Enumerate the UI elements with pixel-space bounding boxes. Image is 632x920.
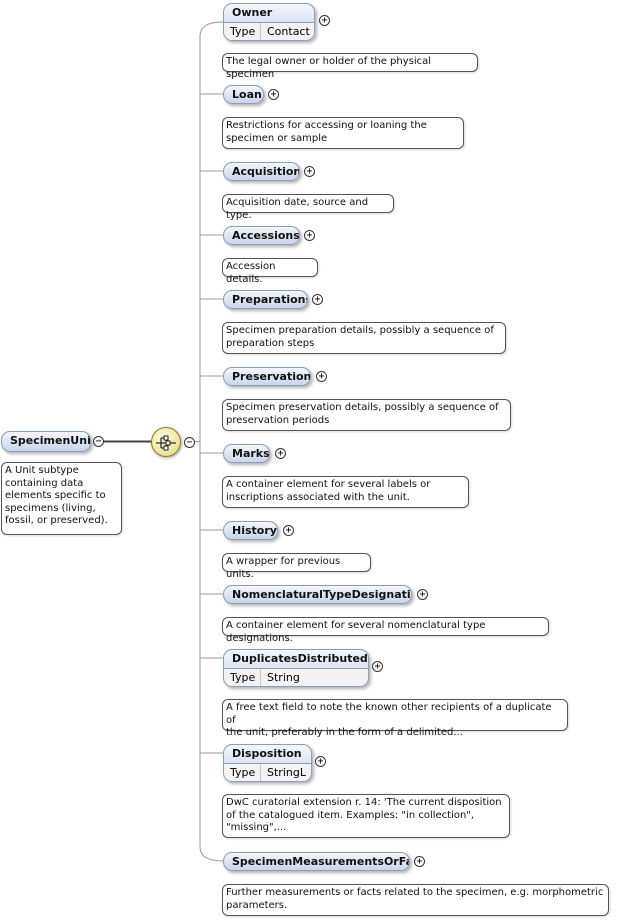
expand-icon[interactable]: + xyxy=(372,661,383,672)
element-nomenclaturaltypedesignations[interactable]: NomenclaturalTypeDesignations xyxy=(223,585,412,604)
expand-icon[interactable]: + xyxy=(283,525,294,536)
element-disposition[interactable]: Disposition Type StringL xyxy=(223,744,312,782)
type-value: StringL xyxy=(267,766,306,779)
element-preparations[interactable]: Preparations xyxy=(223,290,308,309)
element-name: DuplicatesDistributedTo xyxy=(232,652,369,665)
element-name: Disposition xyxy=(232,747,302,760)
element-doc: Restrictions for accessing or loaning th… xyxy=(222,117,464,149)
element-accessions[interactable]: Accessions xyxy=(223,226,300,245)
type-row: Type StringL xyxy=(224,763,311,781)
element-name: NomenclaturalTypeDesignations xyxy=(232,588,411,601)
element-name: Loan xyxy=(232,88,262,101)
element-doc: Acquisition date, source and type. xyxy=(222,194,394,221)
element-name: Marks xyxy=(232,447,270,460)
element-doc: Specimen preservation details, possibly … xyxy=(222,399,511,431)
type-row: Type Contact xyxy=(224,22,314,40)
type-key: Type xyxy=(230,766,256,779)
expand-icon[interactable]: + xyxy=(304,166,315,177)
root-element-name: SpecimenUnit xyxy=(10,434,91,447)
element-name: Accessions xyxy=(232,229,300,242)
element-name: SpecimenMeasurementsOrFacts xyxy=(232,855,409,868)
element-preservations[interactable]: Preservations xyxy=(223,367,311,386)
root-element-doc: A Unit subtype containing data elements … xyxy=(1,462,122,535)
element-name: Preparations xyxy=(232,293,308,306)
element-acquisition[interactable]: Acquisition xyxy=(223,162,300,181)
expand-icon[interactable]: + xyxy=(268,89,279,100)
element-doc: A free text field to note the known othe… xyxy=(222,699,568,738)
element-doc: The legal owner or holder of the physica… xyxy=(222,53,478,80)
expand-icon[interactable]: + xyxy=(312,294,323,305)
expand-icon[interactable]: + xyxy=(414,856,425,867)
element-name: Preservations xyxy=(232,370,311,383)
type-value: Contact xyxy=(267,25,310,38)
sequence-compositor-icon[interactable] xyxy=(151,427,181,457)
element-marks[interactable]: Marks xyxy=(223,444,270,463)
expand-icon[interactable]: + xyxy=(316,371,327,382)
expand-icon[interactable]: + xyxy=(315,756,326,767)
element-name: History xyxy=(232,524,277,537)
connector-line xyxy=(199,21,224,862)
element-owner[interactable]: Owner Type Contact xyxy=(223,3,315,41)
element-name: Owner xyxy=(232,6,273,19)
expand-icon[interactable]: + xyxy=(319,15,330,26)
expand-icon[interactable]: + xyxy=(304,230,315,241)
element-doc: A wrapper for previous units. xyxy=(222,553,371,580)
type-row: Type String xyxy=(224,668,368,686)
element-loan[interactable]: Loan xyxy=(223,85,264,104)
root-collapse-icon[interactable]: − xyxy=(93,436,104,447)
type-key: Type xyxy=(230,671,256,684)
element-doc: A container element for several labels o… xyxy=(222,476,469,508)
element-doc: A container element for several nomencla… xyxy=(222,617,549,644)
element-duplicatesdistributedto[interactable]: DuplicatesDistributedTo Type String xyxy=(223,649,369,687)
element-name: Acquisition xyxy=(232,165,300,178)
element-specimenmeasurementsorfacts[interactable]: SpecimenMeasurementsOrFacts xyxy=(223,852,410,871)
element-doc: Accession details. xyxy=(222,258,318,285)
expand-icon[interactable]: + xyxy=(417,589,428,600)
element-history[interactable]: History xyxy=(223,521,278,540)
sequence-collapse-icon[interactable]: − xyxy=(184,437,195,448)
root-element-box[interactable]: SpecimenUnit xyxy=(1,431,91,452)
type-key: Type xyxy=(230,25,256,38)
expand-icon[interactable]: + xyxy=(275,448,286,459)
element-doc: DwC curatorial extension r. 14: 'The cur… xyxy=(222,794,510,838)
type-value: String xyxy=(267,671,300,684)
element-doc: Specimen preparation details, possibly a… xyxy=(222,322,506,354)
element-doc: Further measurements or facts related to… xyxy=(222,884,609,916)
